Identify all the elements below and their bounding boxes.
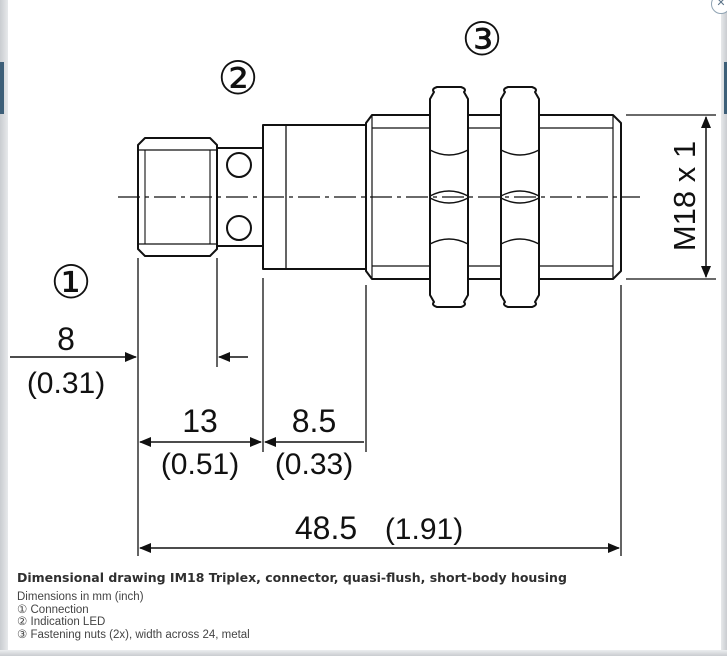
caption-title: Dimensional drawing IM18 Triplex, connec… xyxy=(17,570,567,585)
dim-total-inch: (1.91) xyxy=(385,513,463,546)
dim-connector-inch: (0.31) xyxy=(27,367,105,400)
close-button[interactable]: ✕ xyxy=(711,0,727,14)
callout-connection: ① xyxy=(50,255,91,309)
dim-body-inch: (0.51) xyxy=(161,448,239,481)
caption-item-connection: ① Connection xyxy=(17,603,89,616)
dim-connector-mm: 8 xyxy=(57,321,75,357)
dim-total-mm: 48.5 xyxy=(295,510,357,546)
callout-fastening-nuts: ③ xyxy=(461,12,502,66)
dimensional-drawing: ① ② ③ 8 (0.31) 13 (0.51) 8.5 (0.33) 48.5… xyxy=(10,12,716,556)
thread-label: M18 x 1 xyxy=(667,141,702,251)
caption-item-nuts: ③ Fastening nuts (2x), width across 24, … xyxy=(17,628,250,641)
bottom-border xyxy=(0,650,727,656)
caption: Dimensional drawing IM18 Triplex, connec… xyxy=(17,570,707,641)
left-border xyxy=(0,0,8,656)
dim-body-mm: 13 xyxy=(182,403,218,439)
right-accent xyxy=(724,62,727,114)
dim-led-inch: (0.33) xyxy=(275,448,353,481)
caption-item-led: ② Indication LED xyxy=(17,616,106,628)
extension-lines xyxy=(137,114,716,556)
dim-led-mm: 8.5 xyxy=(292,403,336,439)
callout-indication-led: ② xyxy=(217,51,258,105)
right-border xyxy=(721,0,727,656)
caption-units: Dimensions in mm (inch) xyxy=(17,591,144,603)
left-accent xyxy=(0,62,4,114)
